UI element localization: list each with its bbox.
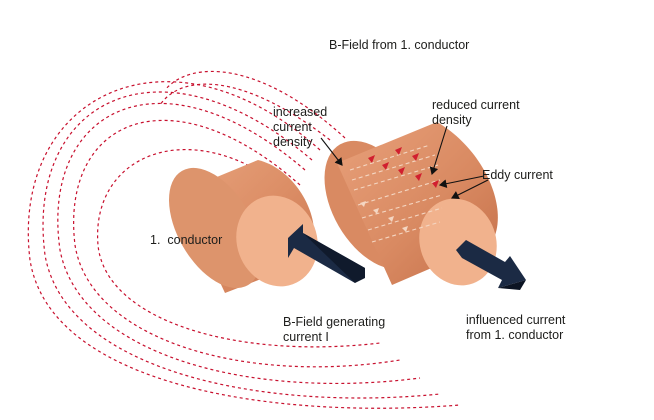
label-eddy-current: Eddy current [482, 168, 553, 182]
eddy-current-streaks [349, 144, 443, 243]
eddy-current-light-arrows [360, 201, 408, 232]
label-reduced-current-density: reduced current density [432, 98, 520, 127]
current-arrow-conductor-1 [288, 224, 365, 283]
conductor-1-cylinder [169, 160, 318, 293]
label-bfield-generating-current: B-Field generating current I [283, 315, 386, 344]
conductor-2-cylinder [324, 122, 498, 286]
magnetic-field-lines [27, 70, 461, 409]
label-pointer-arrows [320, 125, 489, 199]
eddy-current-arrows [368, 147, 439, 188]
label-increased-current-density: increased current density [273, 105, 328, 149]
label-conductor-1: 1. conductor [150, 233, 223, 247]
current-arrow-conductor-2 [456, 240, 526, 290]
label-influenced-current: influenced current from 1. conductor [466, 313, 566, 342]
label-bfield-from-conductor: B-Field from 1. conductor [329, 38, 470, 52]
